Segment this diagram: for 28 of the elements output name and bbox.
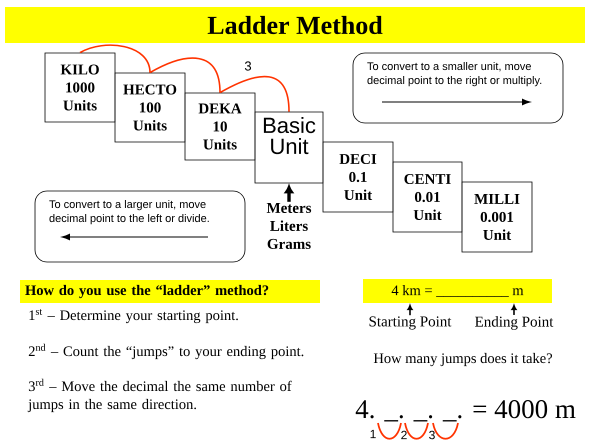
equation-banner: 4 km = __________ m [363,279,552,303]
edge-label: 3 [243,60,253,72]
unit-box: CENTI 0.01 Unit [392,162,462,232]
unit-names: Meters Liters Grams [266,203,312,249]
note-box: To convert to a larger unit, move decimal point to the left or divide. [34,190,246,262]
arrow [284,185,294,202]
title-banner: Ladder Method [5,7,585,43]
jump-number: 1 [370,430,376,438]
unit-box: Basic Unit [254,112,324,184]
jump-number: 2 [401,430,407,440]
unit-box: KILO 1000 Units [44,52,116,122]
equation-text: 4. _. _. _. = 4000 m [356,400,576,422]
point-label: Ending Point [475,316,554,330]
step-text: 3$^{rd}$ – Move the decimal the same number of jumps in the same direction. [28,378,292,412]
unit-box: MILLI 0.001 Unit [462,182,532,252]
jump-arc [150,57,221,93]
unit-box: DECI 0.1 Unit [322,142,394,212]
unit-box: DEKA 10 Units [184,92,256,160]
jump-arc [220,76,290,112]
step-text: 2$^{nd}$ – Count the “jumps” to your ending point. [28,344,304,360]
unit-box: HECTO 100 Units [114,72,186,142]
arrow [407,304,413,316]
point-label: Starting Point [370,316,452,330]
note-box: To convert to a smaller unit, move decimal point to the right or multiply. [352,52,564,124]
question-text: How many jumps does it take? [374,352,552,366]
jump-number: 3 [429,430,435,440]
heading-banner: How do you use the “ladder” method? [20,280,320,303]
arrow [511,304,517,315]
